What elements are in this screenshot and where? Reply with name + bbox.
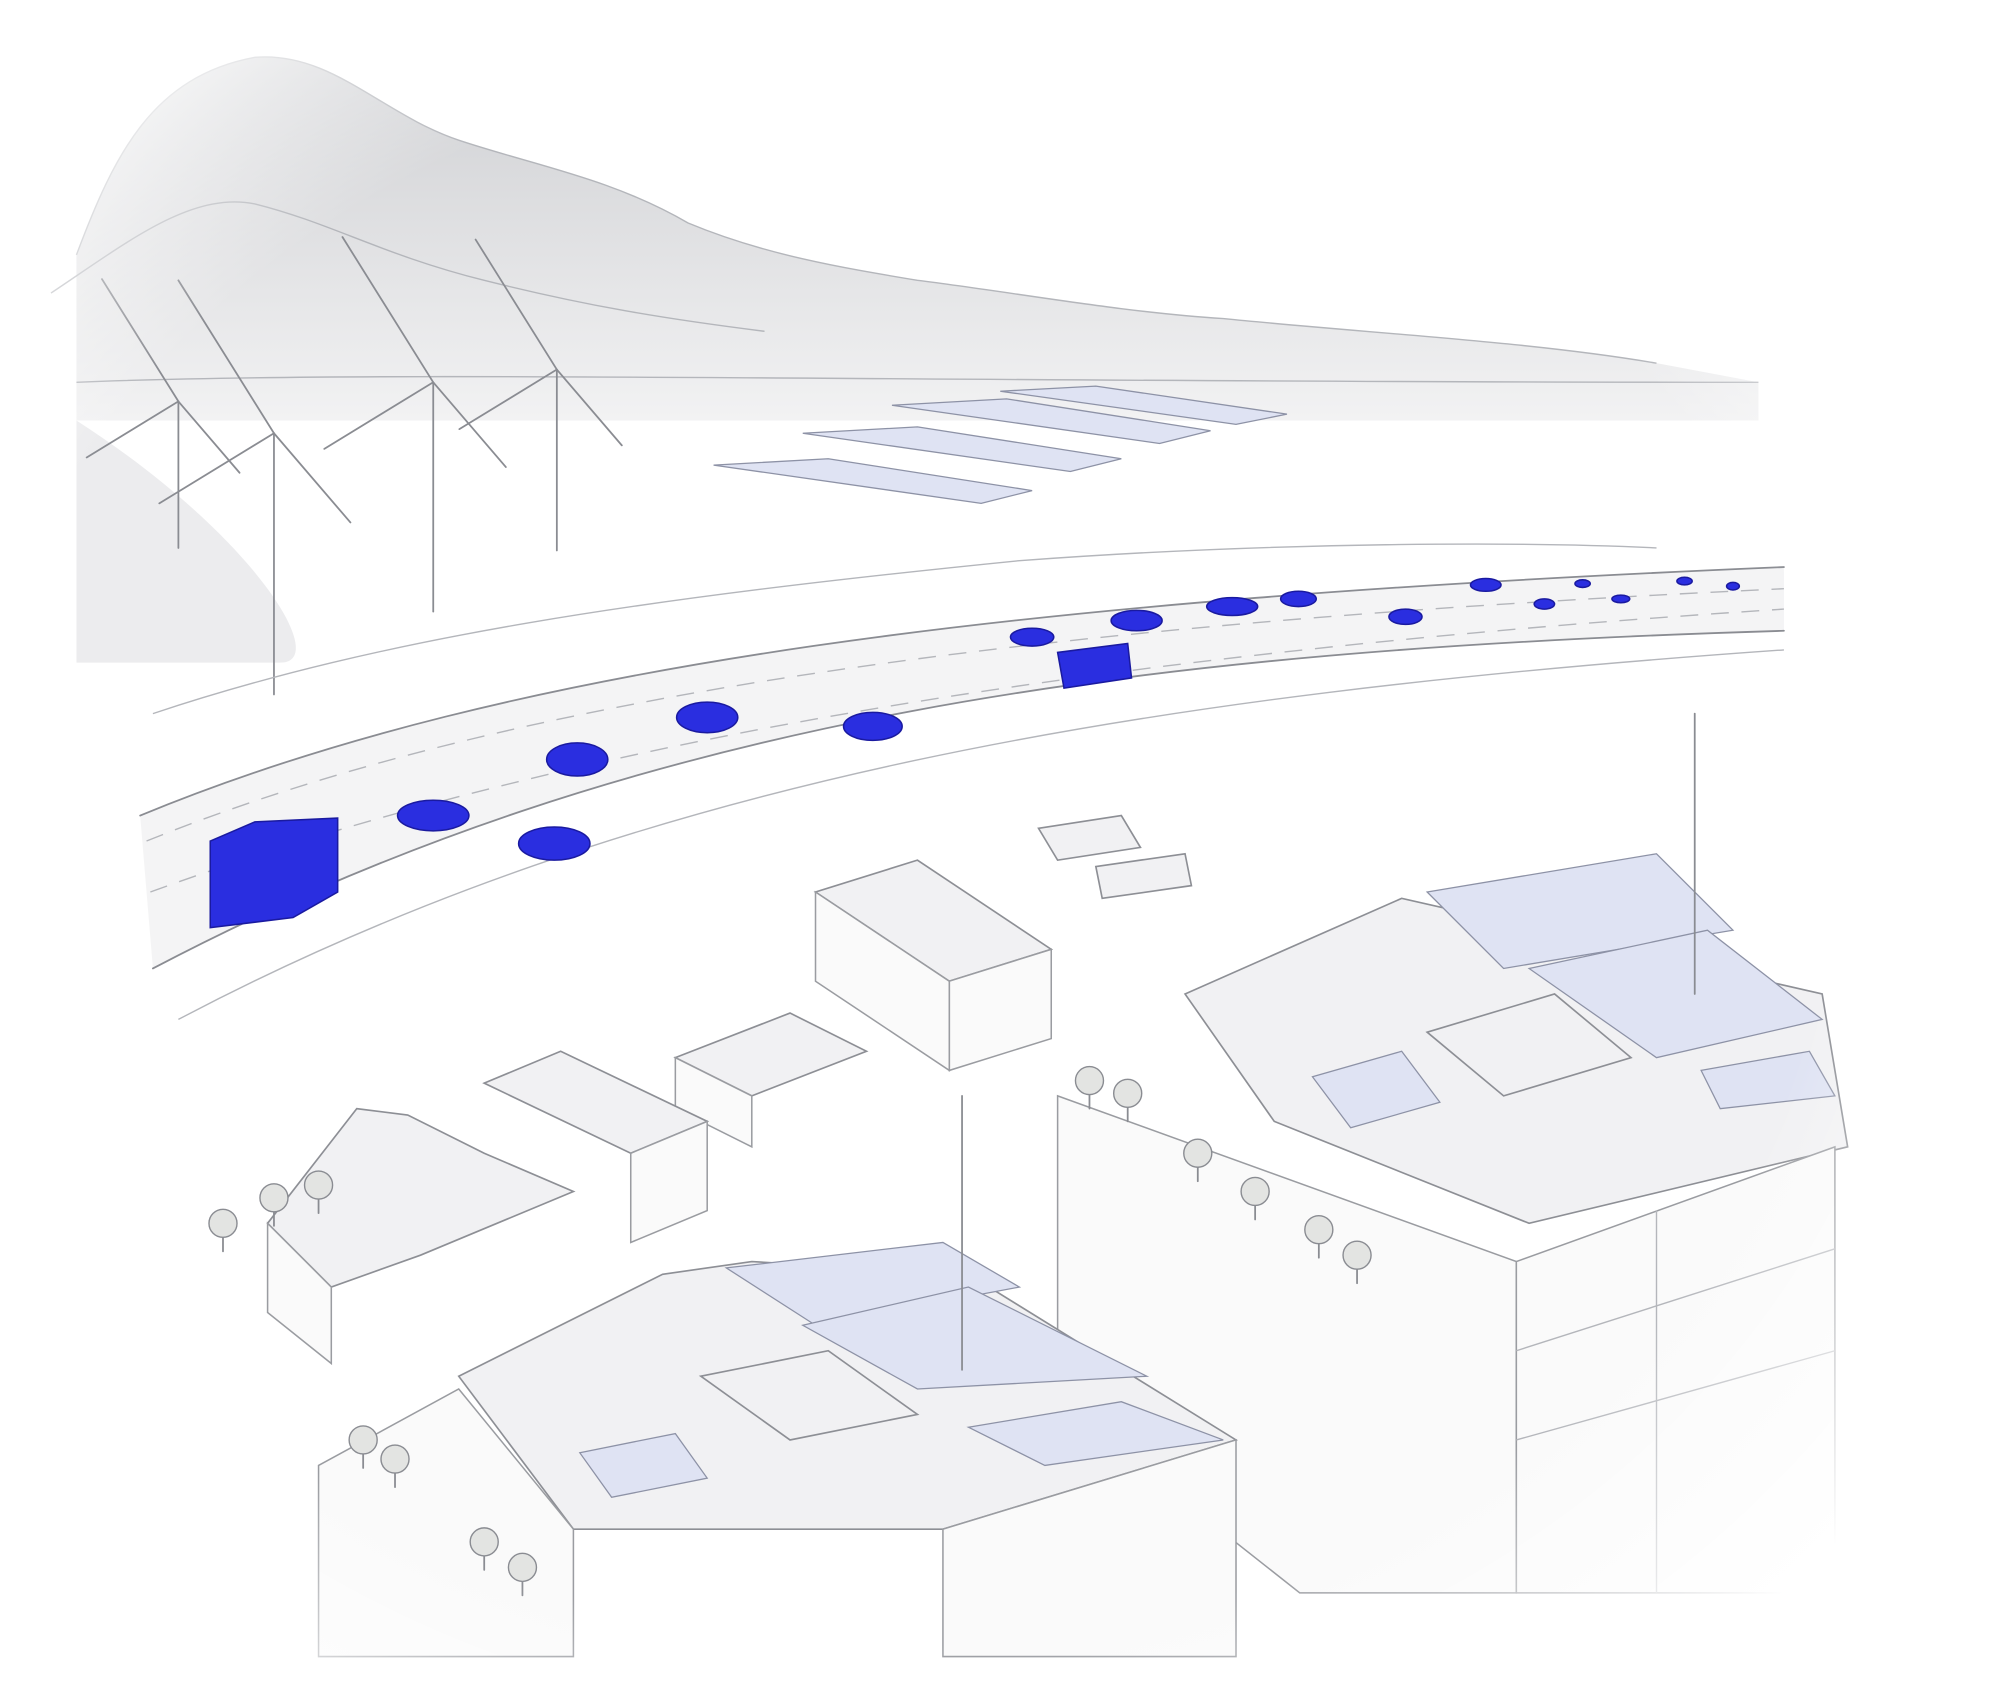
sustainable-city-illustration	[0, 0, 1998, 1705]
